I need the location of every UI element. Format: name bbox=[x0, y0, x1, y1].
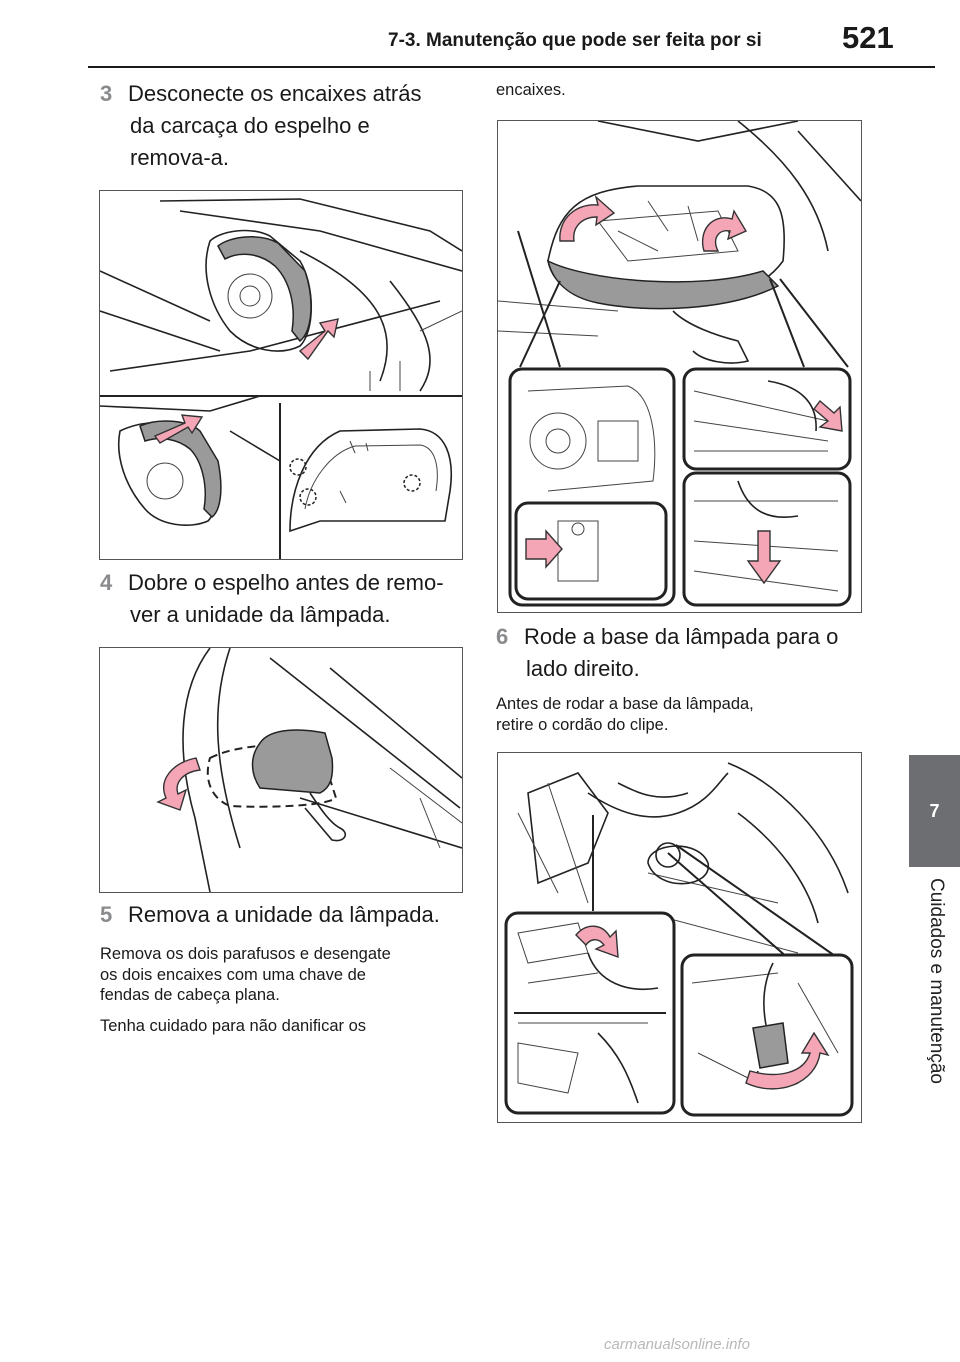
figure-lamp-unit-removal bbox=[497, 120, 862, 613]
header-rule bbox=[88, 66, 935, 68]
step-5: 5 Remova a unidade da lâmpada. bbox=[100, 899, 480, 931]
section-title: 7-3. Manutenção que pode ser feita por s… bbox=[388, 30, 762, 51]
chapter-title-vertical: Cuidados e manutenção bbox=[904, 878, 954, 1140]
step-text-line: Remova a unidade da lâmpada. bbox=[128, 902, 440, 927]
step-text-line: remova-a. bbox=[130, 145, 230, 170]
chapter-tab: 7 bbox=[909, 755, 960, 867]
footer-watermark: carmanualsonline.info bbox=[604, 1336, 750, 1353]
chapter-title: Cuidados e manutenção bbox=[926, 878, 947, 1084]
step-5-caution-continued: encaixes. bbox=[496, 81, 566, 99]
body-line: fendas de cabeça plana. bbox=[100, 986, 280, 1004]
step-6: 6 Rode a base da lâmpada para o lado dire… bbox=[496, 621, 876, 685]
step-text-line: Dobre o espelho antes de remo- bbox=[128, 570, 444, 595]
figure-mirror-cover-removal bbox=[99, 190, 463, 560]
step-number: 5 bbox=[100, 902, 113, 927]
step-number: 3 bbox=[100, 81, 113, 106]
page-number: 521 bbox=[842, 20, 894, 55]
figure-fold-mirror bbox=[99, 647, 463, 893]
step-text-line: Rode a base da lâmpada para o bbox=[524, 624, 839, 649]
step-text-line: ver a unidade da lâmpada. bbox=[130, 602, 391, 627]
body-line: Remova os dois parafusos e desengate bbox=[100, 945, 391, 963]
body-line: Antes de rodar a base da lâmpada, bbox=[496, 695, 754, 713]
figure-rotate-bulb-base bbox=[497, 752, 862, 1123]
step-text-line: da carcaça do espelho e bbox=[130, 113, 370, 138]
step-6-instructions: Antes de rodar a base da lâmpada, retire… bbox=[496, 694, 876, 735]
step-5-caution: Tenha cuidado para não danificar os bbox=[100, 1017, 367, 1035]
step-3: 3 Desconecte os encaixes atrás da carcaça… bbox=[100, 78, 480, 174]
body-line: os dois encaixes com uma chave de bbox=[100, 965, 366, 984]
step-4: 4 Dobre o espelho antes de remo- ver a un… bbox=[100, 567, 480, 631]
chapter-number: 7 bbox=[929, 800, 940, 821]
step-text-line: Desconecte os encaixes atrás bbox=[128, 81, 422, 106]
step-number: 6 bbox=[496, 624, 509, 649]
step-5-instructions: Remova os dois parafusos e desengate os … bbox=[100, 944, 480, 1006]
step-text-line: lado direito. bbox=[526, 656, 640, 681]
step-number: 4 bbox=[100, 570, 113, 595]
body-line: retire o cordão do clipe. bbox=[496, 715, 669, 734]
